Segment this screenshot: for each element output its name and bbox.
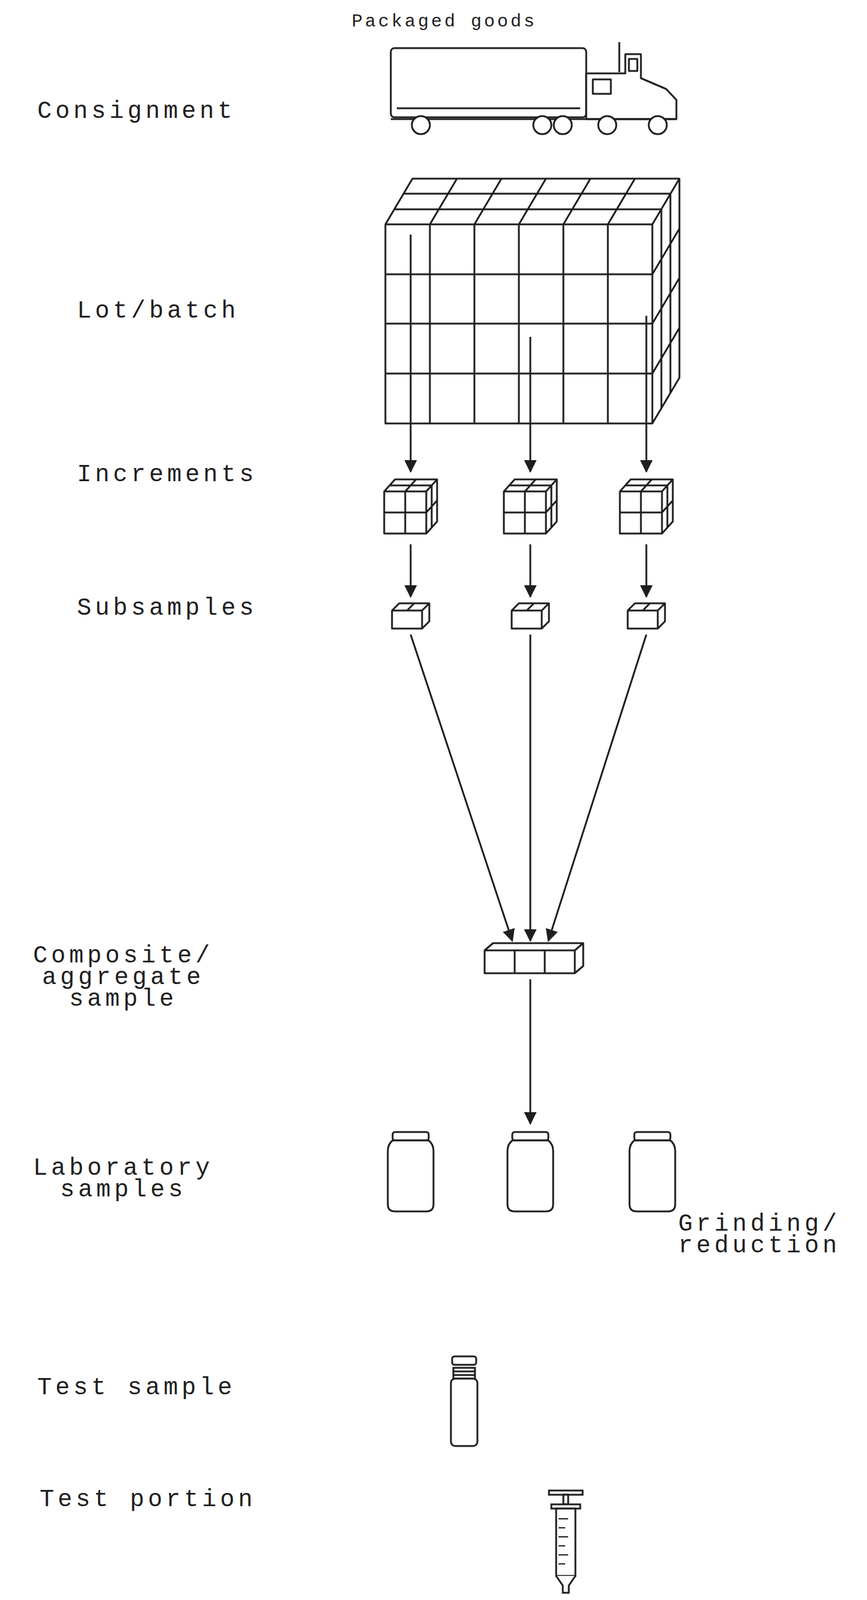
- truck-illustration: [390, 42, 677, 135]
- laboratory-jars: [387, 1131, 676, 1211]
- test-sample-vial: [450, 1355, 478, 1446]
- stage-label: Test sample: [37, 1376, 236, 1399]
- stage-label: Test portion: [39, 1488, 257, 1511]
- flow-arrows: [410, 544, 647, 597]
- flow-arrows: [410, 234, 647, 472]
- stage-label: Subsamples: [76, 597, 258, 620]
- flow-arrow: [529, 978, 532, 1124]
- test-portion-syringe: [548, 1489, 583, 1593]
- cargo-label: Packaged goods: [351, 10, 537, 33]
- flow-arrows: [410, 634, 647, 941]
- process-label: Grinding/ reduction: [678, 1213, 856, 1257]
- composite-sample: [484, 942, 584, 973]
- lot-cube: [385, 178, 680, 424]
- stage-label: Composite/ aggregate sample: [27, 945, 220, 1011]
- stage-label: Lot/batch: [76, 300, 240, 323]
- increment-cubes: [384, 479, 673, 534]
- subsample-boxes: [392, 603, 665, 629]
- stage-label: Laboratory samples: [27, 1157, 220, 1201]
- stage-label: Consignment: [37, 101, 236, 123]
- stage-label: Increments: [76, 464, 258, 486]
